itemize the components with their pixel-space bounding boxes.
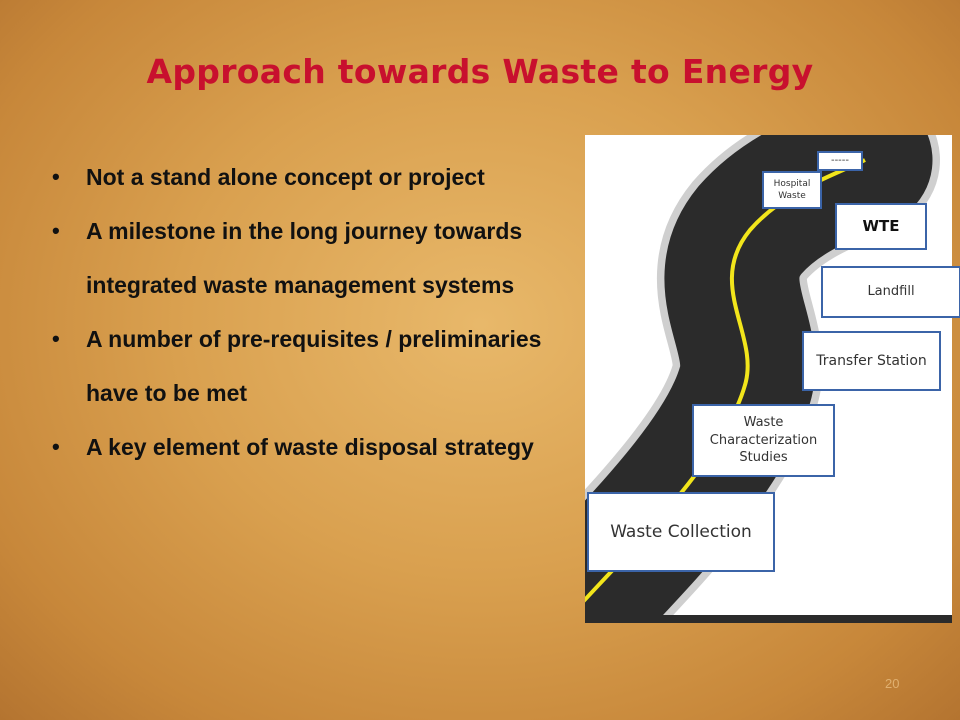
bullet-item: • Not a stand alone concept or project [52,150,572,204]
step-more: ----- [817,151,863,171]
step-waste-characterization: Waste Characterization Studies [692,404,835,477]
step-waste-collection: Waste Collection [587,492,775,572]
bullet-icon: • [52,164,60,189]
bullet-item: • A number of pre-requisites / prelimina… [52,312,572,420]
step-landfill: Landfill [821,266,960,318]
slide-title: Approach towards Waste to Energy [146,52,814,91]
bullet-item: • A milestone in the long journey toward… [52,204,572,312]
roadmap-panel: Waste Collection Waste Characterization … [585,135,960,623]
bullet-text: A number of pre-requisites / preliminari… [86,326,542,406]
page-number: 20 [885,676,900,691]
step-hospital-waste: Hospital Waste [762,171,822,209]
step-transfer-station: Transfer Station [802,331,941,391]
bullet-icon: • [52,326,60,351]
bullet-icon: • [52,434,60,459]
step-wte: WTE [835,203,927,250]
bullet-text: A key element of waste disposal strategy [86,434,534,460]
bullet-icon: • [52,218,60,243]
bullet-text: Not a stand alone concept or project [86,164,485,190]
bullet-list: • Not a stand alone concept or project •… [52,150,572,474]
bullet-text: A milestone in the long journey towards … [86,218,523,298]
bullet-item: • A key element of waste disposal strate… [52,420,572,474]
